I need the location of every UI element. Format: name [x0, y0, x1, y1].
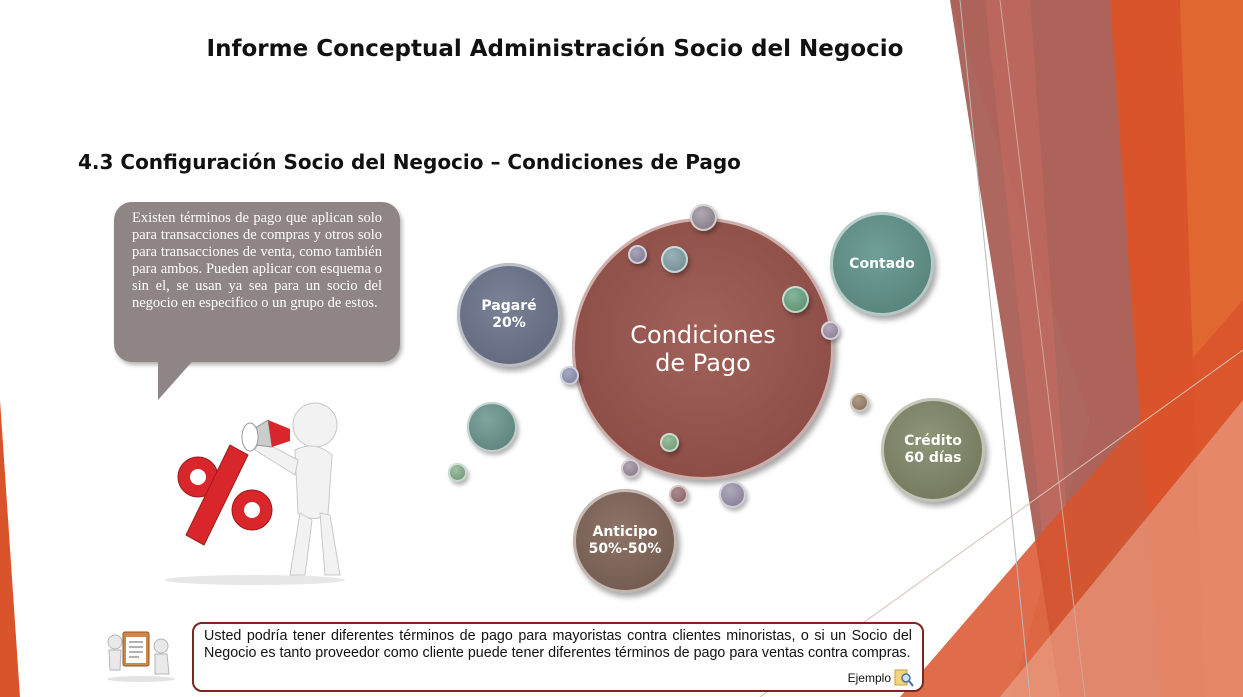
- figures-clipboard-icon: [107, 631, 175, 682]
- contado-label: Contado: [849, 255, 915, 272]
- example-link-label: Ejemplo: [847, 671, 891, 685]
- decor-bubble: [467, 402, 517, 452]
- credito-label-line-1: Crédito: [904, 433, 962, 449]
- center-label-line-1: Condiciones: [630, 321, 776, 349]
- example-box: Usted podría tener diferentes términos d…: [192, 622, 924, 692]
- example-link[interactable]: Ejemplo: [848, 669, 914, 687]
- decor-bubble: [448, 463, 467, 482]
- anticipo-label-line-1: Anticipo: [592, 524, 658, 540]
- credito-label-line-2: 60 días: [904, 450, 962, 466]
- decor-bubble: [560, 366, 579, 385]
- center-label-line-2: de Pago: [655, 349, 751, 377]
- decor-bubble: [782, 286, 809, 313]
- decor-bubble: [690, 204, 717, 231]
- callout-text: Existen términos de pago que aplican sol…: [132, 210, 382, 311]
- speech-callout: Existen términos de pago que aplican sol…: [114, 202, 400, 362]
- pagare-label-line-1: Pagaré: [481, 298, 537, 314]
- slide-title: Informe Conceptual Administración Socio …: [206, 36, 904, 62]
- decor-bubble: [821, 321, 840, 340]
- pagare-label-line-2: 20%: [492, 315, 526, 331]
- decor-bubble: [850, 393, 869, 412]
- magnifier-icon: [894, 669, 914, 687]
- megaphone-percent-figure-icon: [165, 402, 345, 585]
- decor-bubble: [621, 459, 640, 478]
- bubble-contado: Contado: [830, 212, 934, 316]
- anticipo-label-line-2: 50%-50%: [588, 541, 662, 557]
- decor-bubble: [719, 481, 746, 508]
- section-heading: 4.3 Configuración Socio del Negocio – Co…: [78, 150, 741, 174]
- example-text: Usted podría tener diferentes términos d…: [204, 628, 912, 661]
- decor-bubble: [628, 245, 647, 264]
- callout-tail: [158, 355, 238, 400]
- decor-bubble: [661, 246, 688, 273]
- decor-bubble: [660, 433, 679, 452]
- decor-bubble: [669, 485, 688, 504]
